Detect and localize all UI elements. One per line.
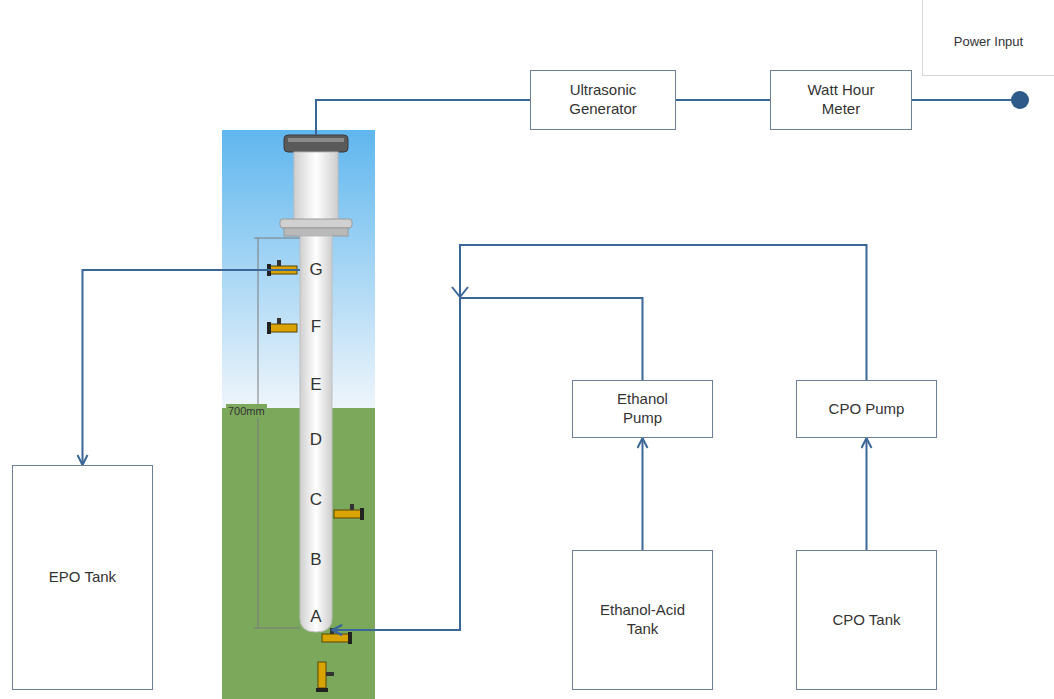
port-letter: F xyxy=(300,318,332,336)
flow-connector xyxy=(83,270,301,465)
valve-end xyxy=(316,688,328,692)
box-label: CPO Pump xyxy=(829,400,905,419)
port-letter: C xyxy=(300,491,332,509)
dimension-tick xyxy=(254,238,300,239)
flow-connector xyxy=(676,99,770,101)
box-label: Power Input xyxy=(954,34,1023,50)
generator-box: Ultrasonic Generator xyxy=(530,70,676,130)
port-letter: A xyxy=(300,608,332,626)
valve-end xyxy=(348,632,352,644)
pump-box: CPO Pump xyxy=(796,380,937,438)
flange xyxy=(280,219,352,228)
valve-end xyxy=(360,508,364,520)
valve-handle xyxy=(326,672,334,676)
drain-valve-symbol xyxy=(316,662,334,692)
valve-body xyxy=(318,662,326,688)
valve-body xyxy=(269,324,297,332)
flow-connector xyxy=(316,100,530,135)
meter-box: Watt Hour Meter xyxy=(770,70,912,130)
box-label: Ethanol-Acid Tank xyxy=(588,601,698,639)
valve-handle xyxy=(350,504,354,510)
cap-highlight xyxy=(288,138,344,142)
tank-box: Ethanol-Acid Tank xyxy=(572,550,713,690)
box-label: EPO Tank xyxy=(49,568,116,587)
transducer-body xyxy=(294,152,338,220)
dimension-tick xyxy=(254,628,300,629)
flow-connector xyxy=(642,438,644,550)
power-plug-dot xyxy=(1011,91,1029,109)
transducer-cap xyxy=(284,135,348,152)
valve-symbol xyxy=(267,318,297,334)
port-letter: B xyxy=(300,551,332,569)
valve-body xyxy=(334,510,362,518)
valve-symbol xyxy=(334,504,364,520)
dimension-line xyxy=(258,238,259,628)
flow-connector xyxy=(866,438,868,550)
ground-background xyxy=(222,408,375,699)
valve-body xyxy=(322,634,350,642)
flange-lower xyxy=(284,228,348,236)
valve-symbol xyxy=(267,260,297,276)
tank-box: CPO Tank xyxy=(796,550,937,690)
port-letter: D xyxy=(300,431,332,449)
box-label: CPO Tank xyxy=(832,611,900,630)
power-wire xyxy=(912,99,1020,101)
dimension-label: 700mm xyxy=(226,404,267,418)
port-letter: E xyxy=(300,376,332,394)
box-label: Ethanol Pump xyxy=(603,390,683,428)
box-label: Watt Hour Meter xyxy=(796,81,886,119)
valve-handle xyxy=(277,318,281,324)
valve-end xyxy=(267,322,271,334)
reactor-column xyxy=(300,236,332,632)
tank-box: EPO Tank xyxy=(12,465,153,690)
port-letter: G xyxy=(300,261,332,279)
box-label: Ultrasonic Generator xyxy=(548,81,658,119)
reactor-column: G F E D C B A xyxy=(300,135,332,640)
pump-box: Ethanol Pump xyxy=(572,380,713,438)
power-input-box: Power Input xyxy=(922,0,1054,76)
valve-handle xyxy=(277,260,281,266)
